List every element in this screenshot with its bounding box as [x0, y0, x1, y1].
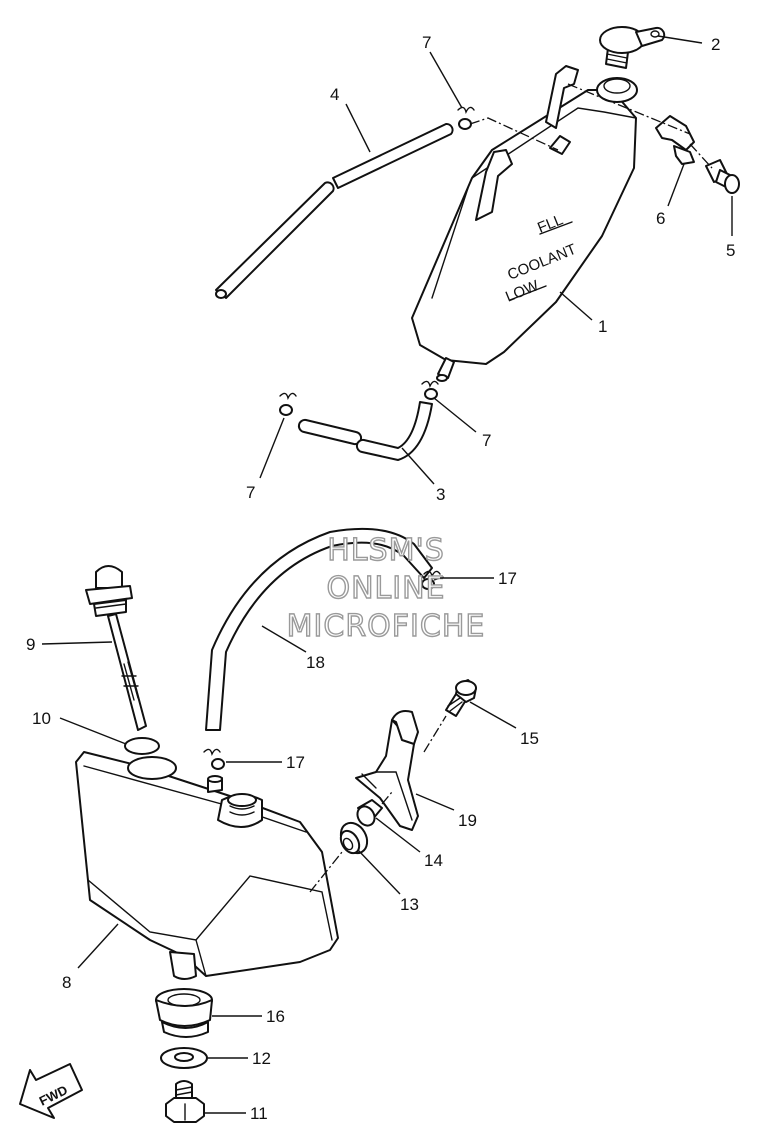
clip-left — [279, 392, 297, 416]
guide-line — [381, 791, 393, 805]
collar — [356, 799, 383, 827]
breather-hose — [215, 123, 454, 299]
callout-7-left: 7 — [246, 483, 255, 502]
guide-line — [423, 715, 447, 753]
bracket-bolt — [445, 679, 477, 717]
dipstick — [85, 565, 147, 731]
o-ring — [124, 737, 160, 755]
guide-line — [689, 143, 713, 169]
callout-4: 4 — [330, 85, 339, 104]
leader-lines — [41, 35, 733, 1114]
callout-17-lower: 17 — [286, 753, 305, 772]
reservoir-cap — [599, 26, 666, 69]
oil-hose — [205, 527, 433, 731]
clip-lower — [203, 748, 225, 770]
callout-5: 5 — [726, 241, 735, 260]
callout-12: 12 — [252, 1049, 271, 1068]
callout-10: 10 — [32, 709, 51, 728]
watermark-line-3: MICROFICHE — [287, 609, 486, 644]
clip-top — [457, 106, 475, 130]
callout-6: 6 — [656, 209, 665, 228]
callout-8: 8 — [62, 973, 71, 992]
gasket — [160, 1047, 208, 1069]
callout-7-right: 7 — [482, 431, 491, 450]
callout-16: 16 — [266, 1007, 285, 1026]
bracket — [355, 710, 419, 831]
fwd-arrow-icon: FWD — [19, 1063, 83, 1119]
watermark-line-1: HLSM'S — [327, 533, 445, 568]
drain-bolt — [165, 1080, 205, 1123]
callout-18: 18 — [306, 653, 325, 672]
callout-15: 15 — [520, 729, 539, 748]
callout-3: 3 — [436, 485, 445, 504]
watermark-line-2: ONLINE — [326, 571, 445, 606]
bolt — [705, 159, 740, 194]
callout-17-upper: 17 — [498, 569, 517, 588]
callout-19: 19 — [458, 811, 477, 830]
callout-numbers: 1 2 3 4 5 6 7 7 7 8 9 10 11 12 13 14 15 … — [26, 33, 735, 1123]
guide-line — [567, 83, 691, 135]
callout-1: 1 — [598, 317, 607, 336]
callout-14: 14 — [424, 851, 443, 870]
guide-line — [309, 851, 343, 893]
union — [155, 988, 213, 1038]
callout-9: 9 — [26, 635, 35, 654]
clip-upper — [421, 570, 441, 590]
guide-line — [469, 117, 559, 151]
grommet — [339, 821, 369, 855]
holder — [655, 115, 695, 165]
callout-2: 2 — [711, 35, 720, 54]
lower-hose — [297, 401, 433, 461]
callout-13: 13 — [400, 895, 419, 914]
oil-tank — [75, 751, 339, 980]
watermark: HLSM'S ONLINE MICROFICHE — [286, 532, 486, 644]
callout-7-top: 7 — [422, 33, 431, 52]
clip-right — [421, 380, 439, 400]
reservoir-tank: FLL COOLANT LOW — [411, 65, 638, 382]
callout-11: 11 — [250, 1104, 268, 1123]
